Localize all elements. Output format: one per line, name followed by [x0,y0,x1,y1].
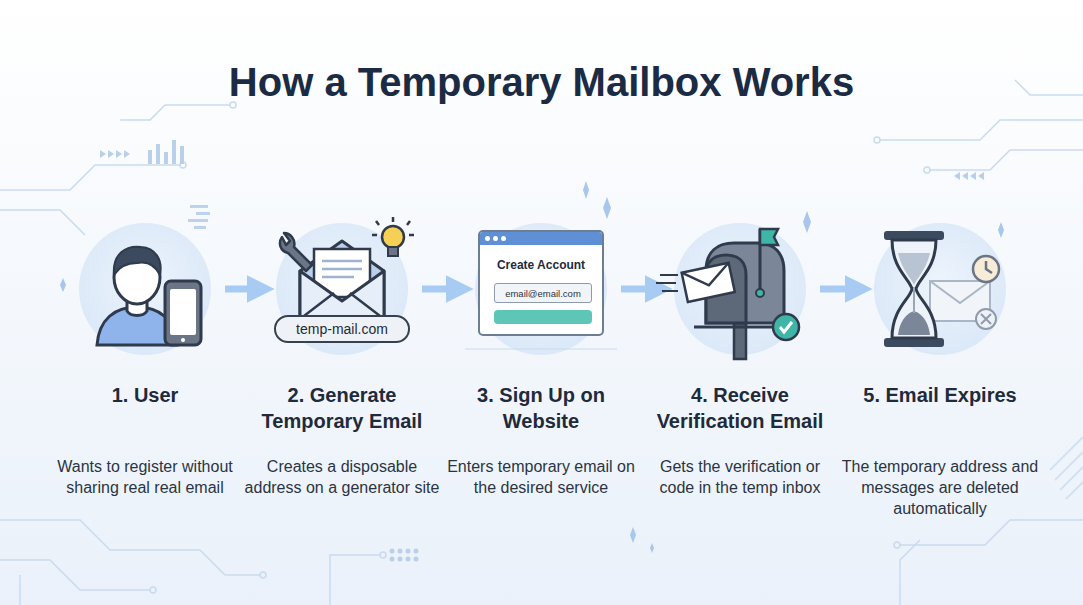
step-heading: 3. Sign Up on Website [442,382,640,434]
address-pill: temp-mail.com [274,315,410,343]
step-heading: 5. Email Expires [841,382,1039,408]
address-text: temp-mail.com [296,321,388,337]
step-description: Creates a disposable address on a genera… [243,456,441,498]
step-circle: 2. Generate Temporary EmailCreates a dis… [276,223,408,355]
mailbox-icon [674,223,806,355]
step-heading: 1. User [46,382,244,408]
diagram-title: How a Temporary Mailbox Works [0,57,1083,107]
window-dot [485,236,490,241]
step-circle: 1. UserWants to register without sharing… [79,223,211,355]
flow-arrow [225,286,262,293]
step-description: Wants to register without sharing real r… [46,456,244,498]
flow-arrow [621,286,660,293]
step-heading: 4. Receive Verification Email [641,382,839,434]
input-placeholder: email@email.com [505,288,581,299]
step-heading: 2. Generate Temporary Email [243,382,441,434]
window-dot [493,236,498,241]
flow-arrow [820,286,860,293]
step-description: Gets the verification or code in the tem… [641,456,839,498]
flow-arrow [422,286,461,293]
browser-window: Create Account email@email.com [478,230,604,336]
email-input: email@email.com [494,283,592,303]
user-icon [79,223,211,355]
submit-button [494,310,592,324]
form-heading: Create Account [480,258,602,272]
hourglass-icon [874,223,1006,355]
browser-title-bar [480,232,602,245]
step-circle: 5. Email ExpiresThe temporary address an… [874,223,1006,355]
step-circle: 3. Sign Up on WebsiteEnters temporary em… [475,223,607,355]
step-description: The temporary address and messages are d… [841,456,1039,519]
step-circle: 4. Receive Verification EmailGets the ve… [674,223,806,355]
step-description: Enters temporary email on the desired se… [442,456,640,498]
window-dot [501,236,506,241]
